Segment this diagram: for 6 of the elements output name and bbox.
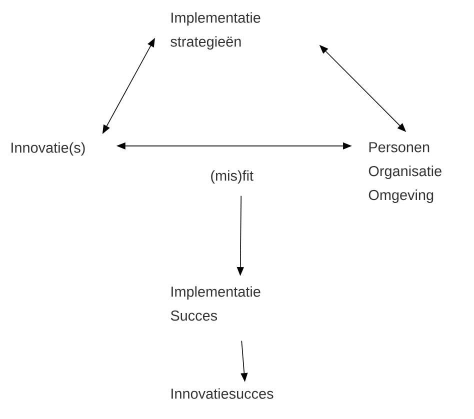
node-label: Implementatie Succes — [170, 286, 260, 321]
node-label: Personen Organisatie Omgeving — [368, 142, 442, 203]
node-label: Innovatiesucces — [172, 388, 274, 399]
node-label: Implementatie strategieën — [170, 12, 260, 50]
node-label: (mis)fit — [211, 170, 254, 184]
node-label: Innovatie(s) — [12, 142, 85, 156]
